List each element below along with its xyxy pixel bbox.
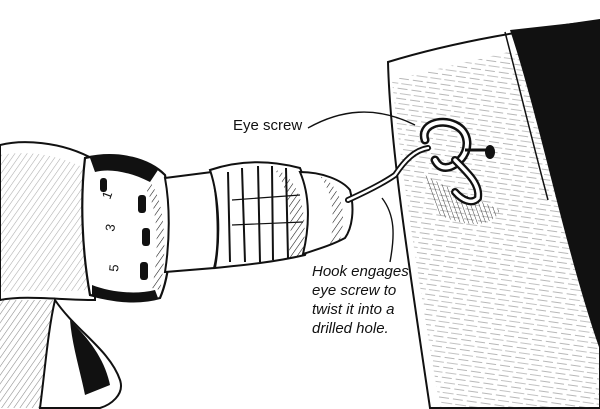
drill-body	[0, 141, 122, 409]
hook-caption: Hook engages eye screw to twist it into …	[312, 262, 462, 338]
dial-number-1: 1	[99, 189, 116, 201]
hook-caption-line-3: twist it into a	[312, 301, 395, 318]
hook-bit	[345, 145, 431, 203]
hook-caption-line-1: Hook engages	[312, 263, 409, 280]
hook-leader	[381, 197, 394, 263]
dial-number-5: 5	[106, 264, 122, 273]
clutch-collar	[81, 154, 172, 303]
hook-caption-line-2: eye screw to	[312, 282, 397, 299]
hook-caption-line-4: drilled hole.	[312, 320, 389, 337]
eye-screw-label: Eye screw	[233, 117, 303, 134]
dial-number-3: 3	[102, 223, 118, 233]
eye-screw	[419, 117, 495, 206]
drill-chuck	[163, 161, 354, 274]
eye-screw-leader	[307, 111, 416, 129]
clutch-dial-numbers: 1 3 5	[99, 189, 122, 272]
leader-lines	[307, 111, 416, 263]
